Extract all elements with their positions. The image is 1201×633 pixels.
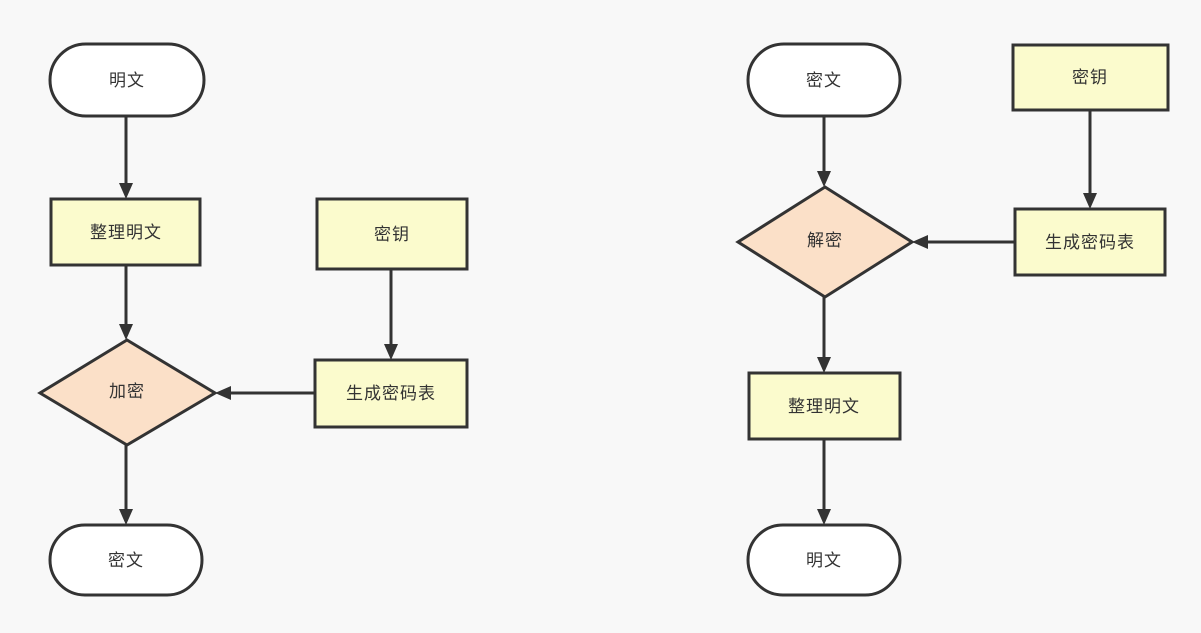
node-key-left-label: 密钥 xyxy=(374,225,410,245)
node-prepare-plaintext-right-label: 整理明文 xyxy=(788,397,860,417)
node-encrypt-decision-label: 加密 xyxy=(109,382,145,402)
node-plaintext-start-label: 明文 xyxy=(109,71,145,91)
edge-decrypt-to-prepare xyxy=(817,297,831,373)
node-plaintext-start[interactable]: 明文 xyxy=(48,42,206,118)
edge-plaintext-to-prepare xyxy=(119,116,133,199)
edge-encrypt-to-ciphertext xyxy=(119,445,133,525)
node-key-right[interactable]: 密钥 xyxy=(1011,43,1170,112)
edge-gentable-to-encrypt xyxy=(215,386,315,400)
node-encrypt-decision[interactable]: 加密 xyxy=(37,338,218,447)
node-prepare-plaintext-right[interactable]: 整理明文 xyxy=(747,371,902,441)
edge-ciphertext-to-decrypt xyxy=(817,116,831,187)
node-prepare-plaintext[interactable]: 整理明文 xyxy=(49,197,202,267)
edge-prepare-to-plaintext xyxy=(817,439,831,525)
node-plaintext-end[interactable]: 明文 xyxy=(746,523,902,597)
node-decrypt-decision-label: 解密 xyxy=(807,231,843,251)
node-key-right-label: 密钥 xyxy=(1072,68,1108,88)
edge-key-to-gentable-right xyxy=(1083,110,1097,209)
node-ciphertext-end[interactable]: 密文 xyxy=(48,523,204,597)
node-generate-cipher-table-left-label: 生成密码表 xyxy=(346,384,436,404)
node-generate-cipher-table-right[interactable]: 生成密码表 xyxy=(1013,207,1167,277)
edge-prepare-to-encrypt xyxy=(119,265,133,340)
edge-key-to-gentable-left xyxy=(384,269,398,360)
node-prepare-plaintext-label: 整理明文 xyxy=(90,223,162,243)
node-generate-cipher-table-right-label: 生成密码表 xyxy=(1045,233,1135,253)
edge-gentable-to-decrypt xyxy=(912,235,1015,249)
node-generate-cipher-table-left[interactable]: 生成密码表 xyxy=(313,358,469,429)
node-decrypt-decision[interactable]: 解密 xyxy=(735,185,915,299)
node-ciphertext-end-label: 密文 xyxy=(108,551,144,571)
node-plaintext-end-label: 明文 xyxy=(806,551,842,571)
node-key-left[interactable]: 密钥 xyxy=(315,197,469,271)
node-ciphertext-start-label: 密文 xyxy=(806,71,842,91)
node-ciphertext-start[interactable]: 密文 xyxy=(746,42,902,118)
